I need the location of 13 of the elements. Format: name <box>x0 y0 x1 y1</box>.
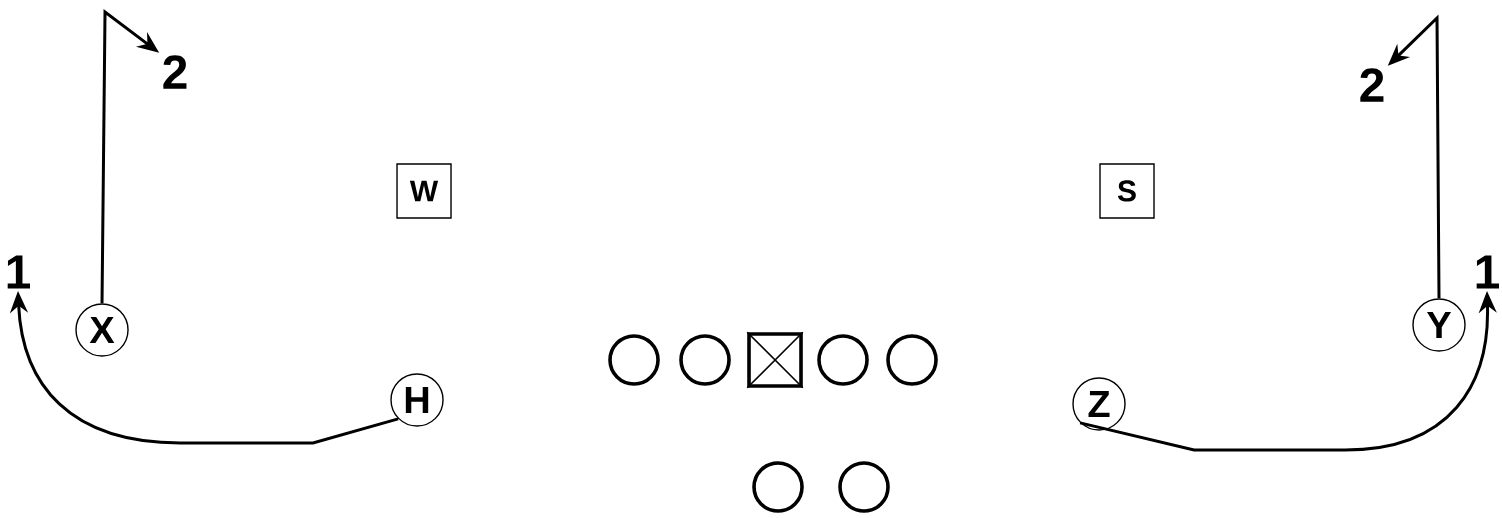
lineman-circle <box>838 461 890 513</box>
defender-box: S <box>1099 163 1155 219</box>
number-label: 1 <box>1476 255 1499 289</box>
lineman-circle <box>752 461 804 513</box>
lineman-circle <box>608 334 660 386</box>
number-label: 2 <box>1360 68 1384 102</box>
defender-box: W <box>396 163 452 219</box>
center-box <box>746 331 804 389</box>
lineman-circle <box>679 334 731 386</box>
number-label: 2 <box>163 55 187 89</box>
lineman-circle <box>886 334 938 386</box>
lineman-circle <box>817 334 869 386</box>
number-label: 1 <box>7 255 30 289</box>
